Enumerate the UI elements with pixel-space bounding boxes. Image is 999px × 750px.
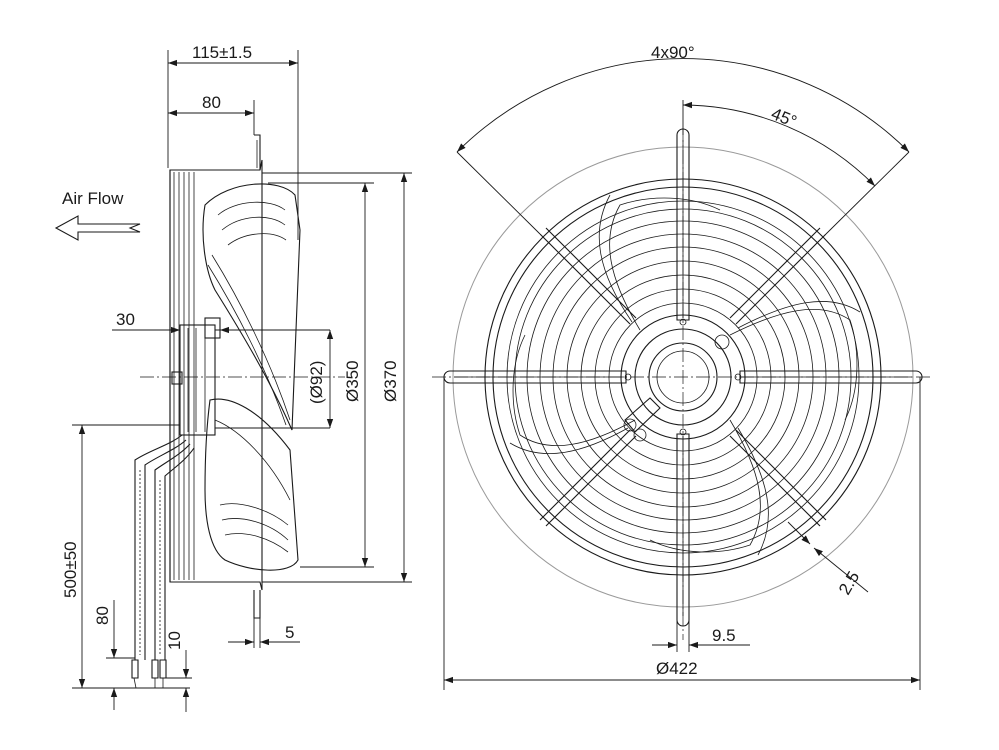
lower-blade bbox=[204, 398, 299, 571]
airflow-label: Air Flow bbox=[62, 189, 124, 208]
dim-cable-10 bbox=[160, 650, 192, 712]
dim-overall-depth-label: 115±1.5 bbox=[192, 43, 252, 62]
guard-grille-profile bbox=[169, 134, 263, 619]
front-view: 4x90° 45° 2.5 9.5 Ø422 bbox=[432, 43, 932, 690]
mounting-arm-right bbox=[739, 370, 923, 384]
mounting-arm-top bbox=[676, 128, 690, 321]
dim-cable-length-label: 500±50 bbox=[61, 541, 80, 598]
guard-struts bbox=[539, 227, 827, 527]
mounting-arm-bottom bbox=[676, 433, 690, 627]
dim-hub-30-label: 30 bbox=[116, 310, 135, 329]
dim-angle-4x90-label: 4x90° bbox=[651, 43, 695, 62]
dim-angle-45-label: 45° bbox=[769, 104, 800, 131]
dim-slot-9-5 bbox=[652, 620, 750, 652]
upper-blade bbox=[202, 183, 301, 431]
side-view: Air Flow 115±1.5 80 30 (Ø92) bbox=[54, 43, 412, 712]
dim-dia-350-label: Ø350 bbox=[343, 360, 362, 402]
dim-cable-10-label: 10 bbox=[165, 631, 184, 650]
dim-hub-dia-label: (Ø92) bbox=[307, 361, 326, 404]
dim-cable-80-label: 80 bbox=[93, 606, 112, 625]
fan-blades-front bbox=[509, 194, 861, 556]
dim-slot-9-5-label: 9.5 bbox=[712, 626, 736, 645]
cable-bundle bbox=[131, 434, 195, 689]
dim-cable-80 bbox=[106, 600, 135, 710]
dim-dia-370 bbox=[262, 172, 412, 583]
dim-depth-80-label: 80 bbox=[202, 93, 221, 112]
dim-foot-5-label: 5 bbox=[285, 623, 294, 642]
dim-depth-80 bbox=[168, 100, 255, 135]
dim-wire-2-5-label: 2.5 bbox=[835, 568, 863, 598]
dim-angle-45 bbox=[682, 100, 876, 187]
airflow-arrow bbox=[54, 215, 141, 241]
dim-wire-2-5 bbox=[787, 521, 869, 593]
dim-outer-dia bbox=[443, 377, 921, 690]
dim-dia-350 bbox=[268, 182, 374, 568]
dim-cable-length bbox=[72, 424, 190, 689]
mounting-arm-left bbox=[443, 370, 627, 384]
dim-dia-370-label: Ø370 bbox=[381, 360, 400, 402]
dim-overall-depth bbox=[167, 50, 299, 240]
dim-foot-5 bbox=[228, 618, 300, 648]
dim-outer-dia-label: Ø422 bbox=[656, 659, 698, 678]
